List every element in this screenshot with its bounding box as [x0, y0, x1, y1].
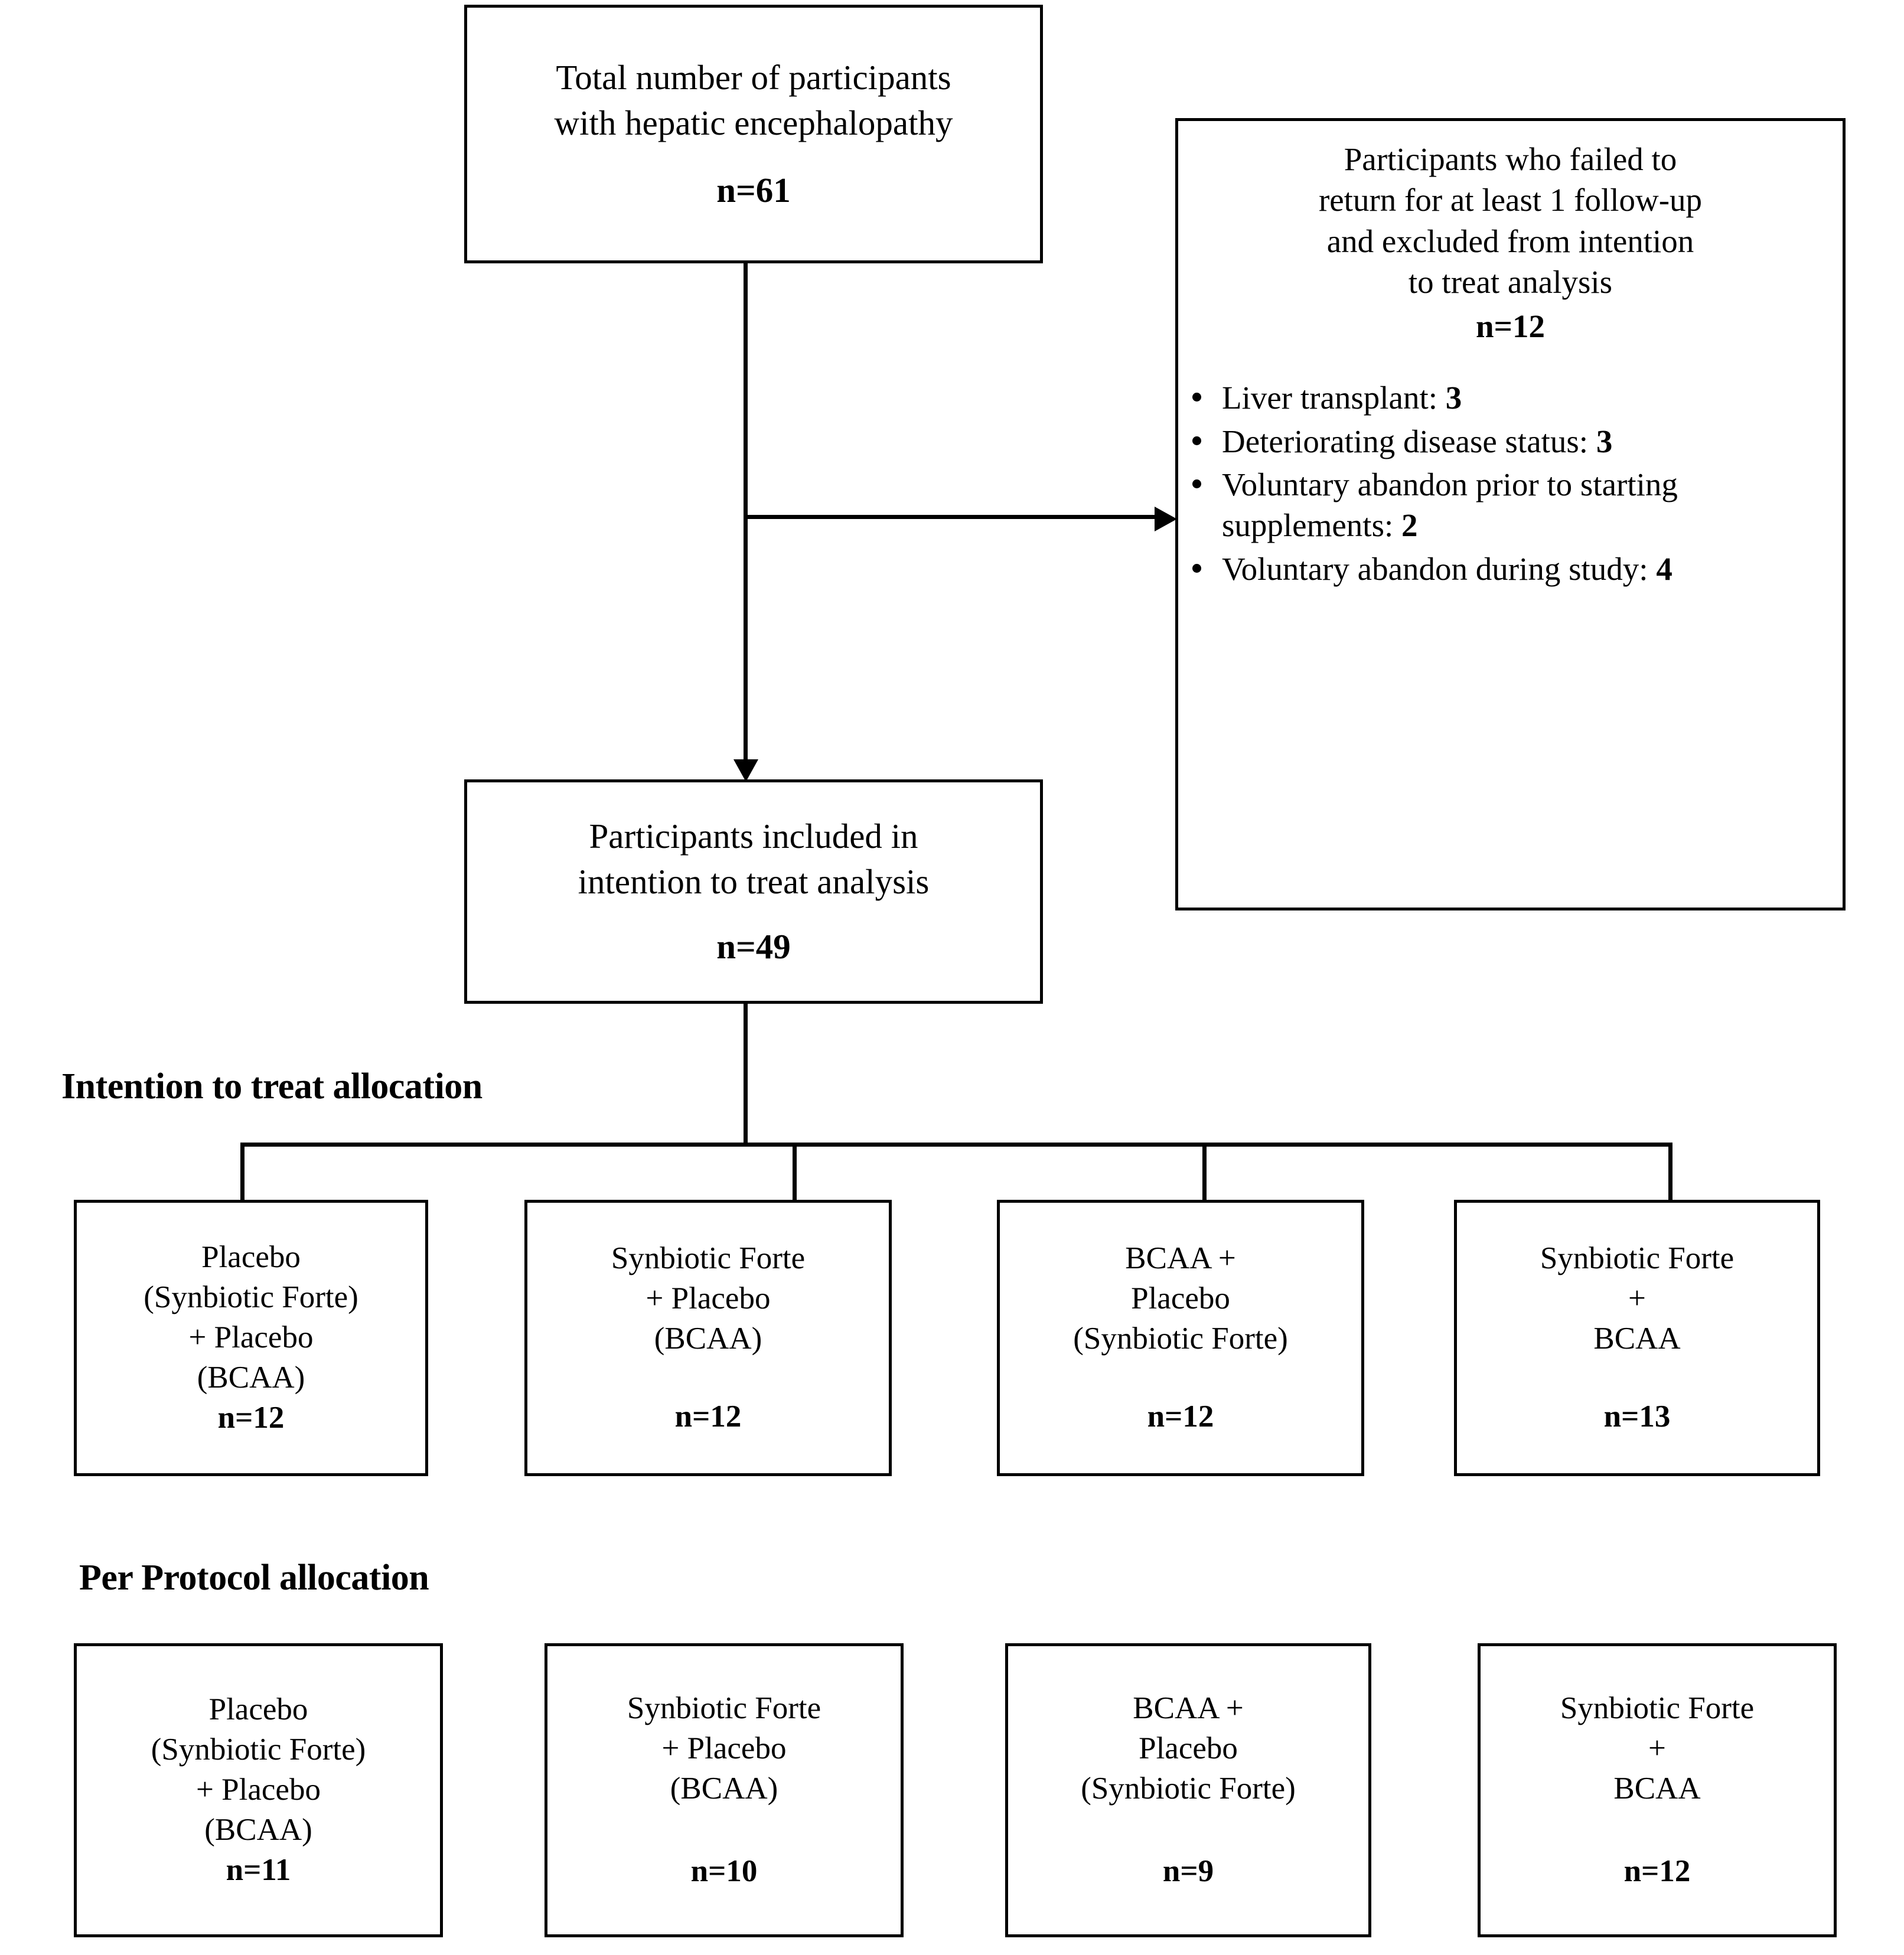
reason-count: 2 — [1401, 507, 1418, 544]
itt-drop-connector-1 — [240, 1143, 244, 1202]
pp-group-1-line-1: Placebo — [208, 1692, 308, 1727]
itt-group-1-line-4: (BCAA) — [197, 1360, 305, 1395]
itt-included-box: Participants included in intention to tr… — [464, 779, 1043, 1004]
pp-group-3-line-2: Placebo — [1139, 1731, 1238, 1766]
pp-group-1-line-2: (Synbiotic Forte) — [151, 1732, 366, 1767]
itt-allocation-heading: Intention to treat allocation — [61, 1066, 482, 1107]
arrow-right-to-exclusion — [1155, 507, 1177, 531]
itt-group-2-line-1: Synbiotic Forte — [611, 1241, 806, 1276]
list-item: Voluntary abandon prior to starting supp… — [1178, 464, 1843, 546]
itt-group-4-line-3: BCAA — [1593, 1321, 1681, 1356]
itt-group-4-line-1: Synbiotic Forte — [1540, 1241, 1735, 1276]
pp-group-3-line-1: BCAA + — [1133, 1691, 1244, 1726]
pp-group-box-3: BCAA + Placebo (Synbiotic Forte) n=9 — [1005, 1643, 1371, 1937]
pp-group-1-line-3: + Placebo — [196, 1773, 321, 1807]
arrow-down-to-itt — [733, 759, 758, 782]
pp-group-4-n: n=12 — [1623, 1853, 1691, 1888]
pp-group-box-4: Synbiotic Forte + BCAA n=12 — [1478, 1643, 1837, 1937]
itt-group-3-line-3: (Synbiotic Forte) — [1073, 1321, 1288, 1356]
total-participants-line-1: Total number of participants — [556, 57, 951, 97]
pp-group-box-1: Placebo (Synbiotic Forte) + Placebo (BCA… — [74, 1643, 443, 1937]
itt-drop-connector-2 — [793, 1143, 797, 1202]
itt-group-box-4: Synbiotic Forte + BCAA n=13 — [1454, 1200, 1820, 1476]
pp-group-3-n: n=9 — [1162, 1853, 1214, 1888]
itt-group-4-line-2: + — [1628, 1281, 1646, 1316]
reason-count: 3 — [1596, 423, 1613, 459]
itt-group-1-line-3: + Placebo — [188, 1320, 314, 1355]
itt-drop-connector-3 — [1202, 1143, 1207, 1202]
list-item: Deteriorating disease status: 3 — [1178, 421, 1843, 462]
itt-group-2-n: n=12 — [674, 1399, 742, 1434]
excluded-line-4: to treat analysis — [1408, 263, 1613, 300]
itt-included-line-2: intention to treat analysis — [578, 861, 930, 901]
excluded-line-1: Participants who failed to — [1344, 141, 1677, 177]
itt-group-1-n: n=12 — [217, 1400, 285, 1435]
exclusion-reason-list: Liver transplant: 3 Deteriorating diseas… — [1178, 377, 1843, 591]
pp-group-1-n: n=11 — [226, 1852, 291, 1887]
itt-distribution-bar — [240, 1143, 1672, 1147]
reason-count: 3 — [1445, 380, 1462, 416]
itt-group-box-2: Synbiotic Forte + Placebo (BCAA) n=12 — [524, 1200, 892, 1476]
itt-group-3-n: n=12 — [1147, 1399, 1214, 1434]
pp-group-1-line-4: (BCAA) — [204, 1812, 312, 1847]
excluded-n: n=12 — [1476, 308, 1545, 345]
itt-group-2-line-3: (BCAA) — [654, 1321, 762, 1356]
excluded-line-2: return for at least 1 follow-up — [1318, 182, 1703, 218]
itt-group-3-line-2: Placebo — [1131, 1281, 1230, 1316]
itt-group-1-line-2: (Synbiotic Forte) — [144, 1280, 358, 1315]
itt-group-3-line-1: BCAA + — [1125, 1241, 1236, 1276]
pp-group-2-line-1: Synbiotic Forte — [627, 1691, 821, 1726]
reason-count: 4 — [1656, 550, 1672, 587]
itt-drop-connector-4 — [1668, 1143, 1672, 1202]
pp-group-4-line-2: + — [1648, 1731, 1666, 1766]
total-participants-n: n=61 — [716, 171, 791, 210]
pp-group-2-n: n=10 — [690, 1853, 758, 1888]
reason-label: Voluntary abandon during study: — [1222, 550, 1648, 587]
itt-included-line-1: Participants included in — [589, 816, 918, 856]
pp-group-2-line-3: (BCAA) — [670, 1771, 778, 1806]
total-participants-box: Total number of participants with hepati… — [464, 5, 1043, 263]
itt-group-box-1: Placebo (Synbiotic Forte) + Placebo (BCA… — [74, 1200, 428, 1476]
pp-group-3-line-3: (Synbiotic Forte) — [1081, 1771, 1296, 1806]
branch-connector-to-exclusion — [744, 515, 1157, 519]
total-participants-line-2: with hepatic encephalopathy — [554, 103, 953, 142]
list-item: Liver transplant: 3 — [1178, 377, 1843, 418]
itt-included-n: n=49 — [716, 927, 791, 967]
pp-group-4-line-3: BCAA — [1613, 1771, 1701, 1806]
list-item: Voluntary abandon during study: 4 — [1178, 549, 1843, 589]
itt-group-box-3: BCAA + Placebo (Synbiotic Forte) n=12 — [997, 1200, 1364, 1476]
itt-group-1-line-1: Placebo — [201, 1240, 301, 1275]
reason-label: Deteriorating disease status: — [1222, 423, 1589, 459]
itt-trunk-connector — [744, 1004, 748, 1145]
itt-group-2-line-2: + Placebo — [645, 1281, 771, 1316]
pp-group-2-line-2: + Placebo — [661, 1731, 787, 1766]
reason-label: Liver transplant: — [1222, 380, 1438, 416]
itt-group-4-n: n=13 — [1603, 1399, 1671, 1434]
per-protocol-allocation-heading: Per Protocol allocation — [79, 1558, 429, 1598]
pp-group-4-line-1: Synbiotic Forte — [1560, 1691, 1755, 1726]
reason-label: Voluntary abandon prior to starting supp… — [1222, 466, 1678, 544]
excluded-participants-box: Participants who failed to return for at… — [1175, 118, 1846, 910]
excluded-line-3: and excluded from intention — [1326, 223, 1694, 259]
pp-group-box-2: Synbiotic Forte + Placebo (BCAA) n=10 — [545, 1643, 904, 1937]
